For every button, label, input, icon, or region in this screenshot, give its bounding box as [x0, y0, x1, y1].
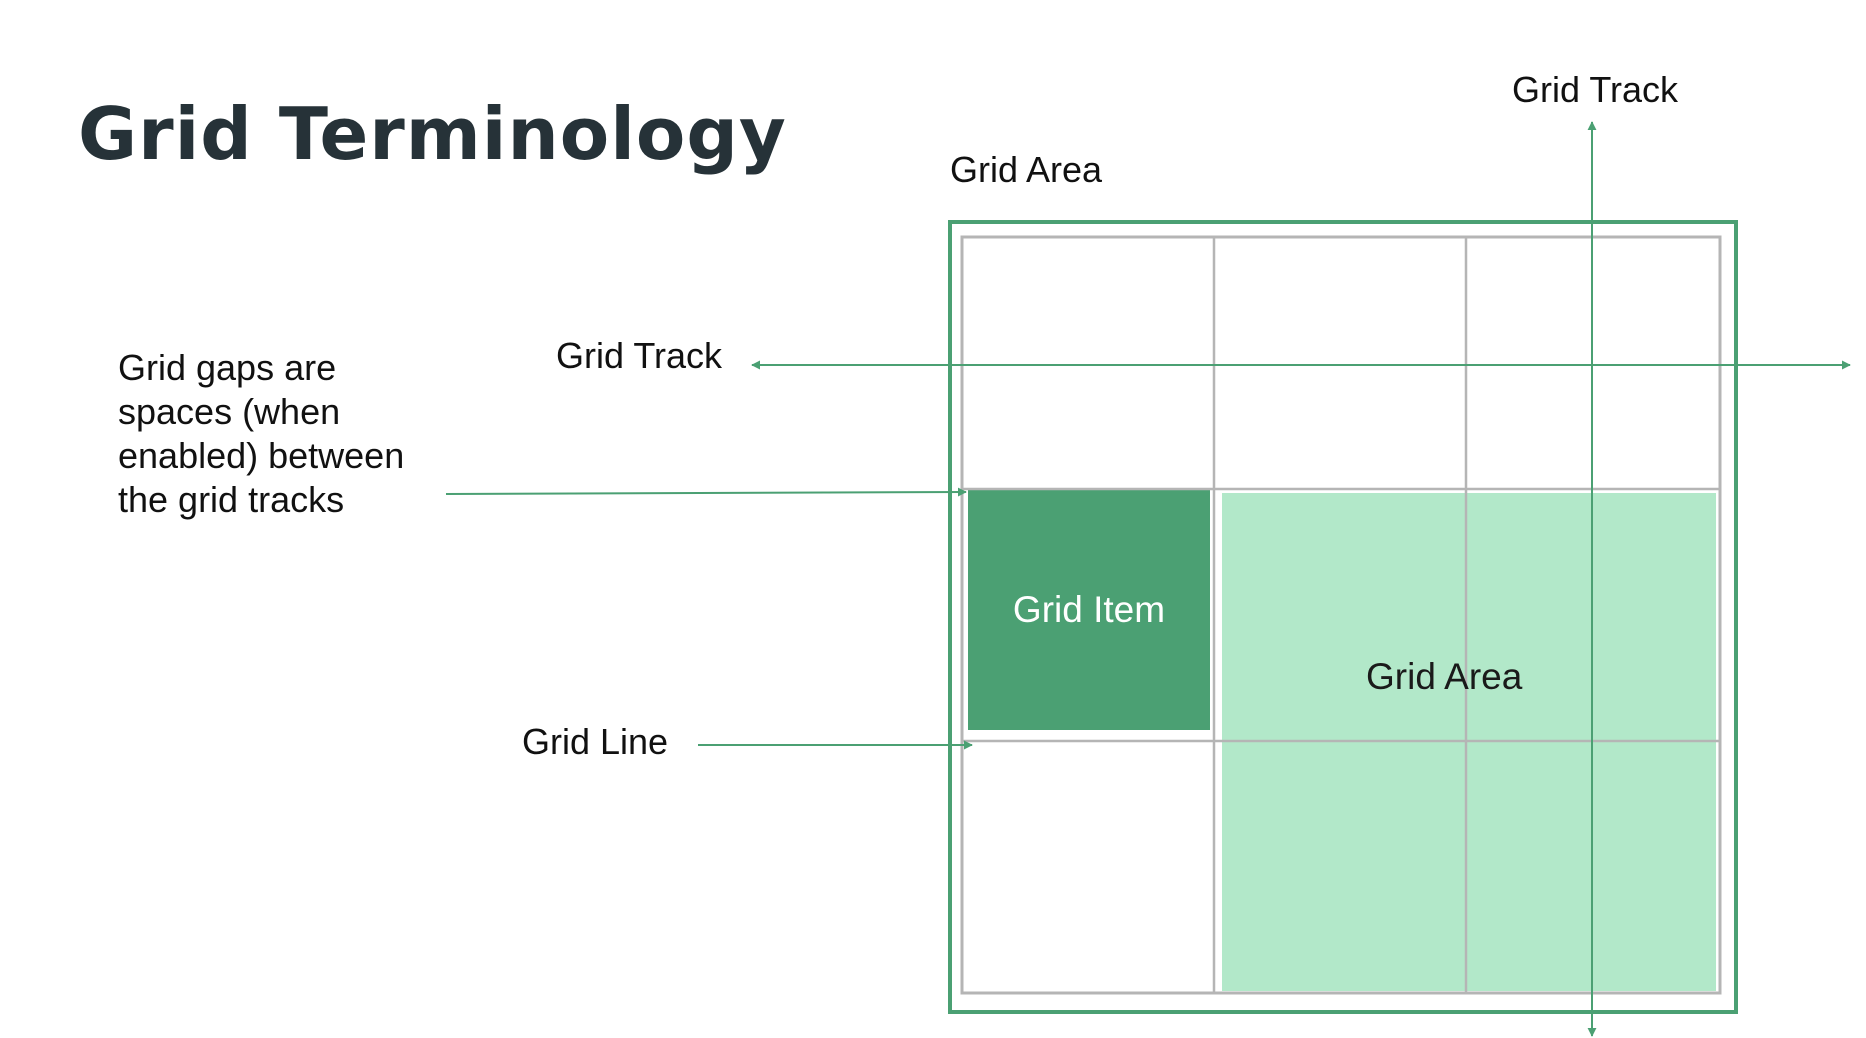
grid-item-label: Grid Item — [1012, 589, 1166, 630]
grid-item-fill — [968, 490, 1210, 730]
grid-track-vertical-label: Grid Track — [1512, 69, 1679, 110]
grid-track-horizontal-label: Grid Track — [556, 335, 723, 376]
grid-gap-arrow — [445, 487, 967, 497]
gap-description-line: the grid tracks — [118, 479, 345, 520]
grid-container-border — [960, 235, 1722, 995]
grid-area-inner-label: Grid Area — [1366, 656, 1523, 697]
grid-area-outer-label: Grid Area — [950, 149, 1103, 190]
gap-description-line: Grid gaps are — [118, 347, 337, 388]
grid-gap-description: Grid gaps are spaces (when enabled) betw… — [118, 346, 448, 522]
gap-description-line: enabled) between — [118, 435, 405, 476]
grid-area-outline — [948, 220, 1738, 1014]
slide-title: Grid Terminology — [78, 92, 787, 176]
grid-line-label: Grid Line — [522, 721, 669, 762]
gap-description-line: spaces (when — [118, 391, 341, 432]
